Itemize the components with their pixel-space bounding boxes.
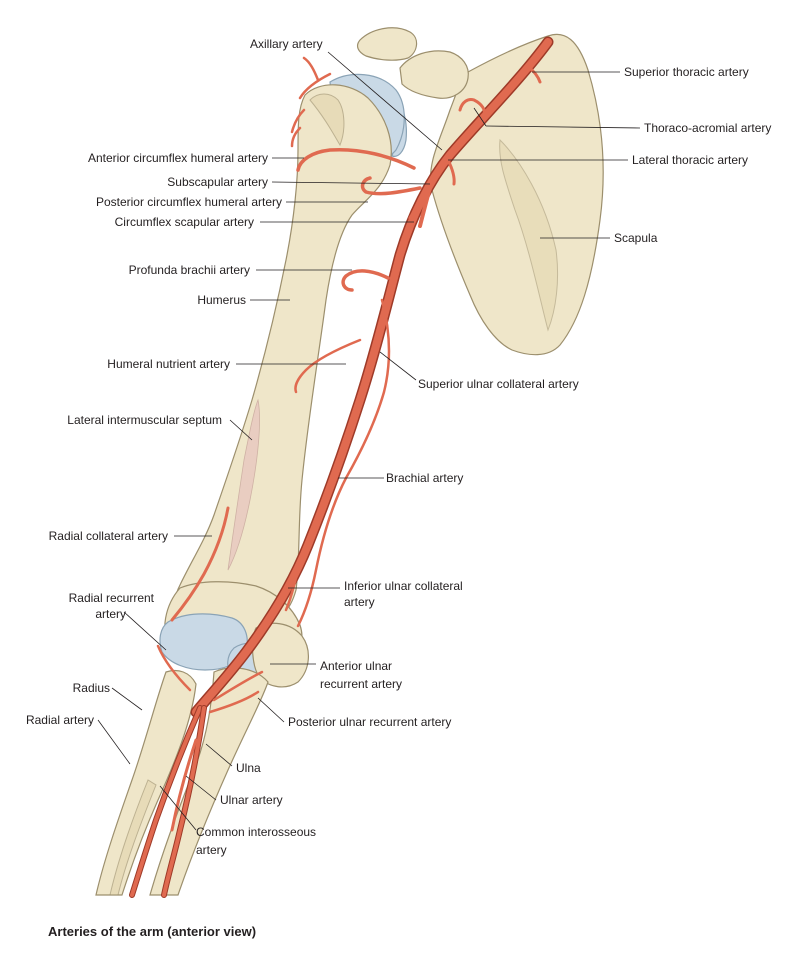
label-superior-thoracic-artery: Superior thoracic artery <box>624 65 749 79</box>
label-posterior-ulnar-recurrent-artery: Posterior ulnar recurrent artery <box>288 715 451 729</box>
label-anterior-ulnar-recurrent-line2: recurrent artery <box>320 677 402 691</box>
label-axillary-artery: Axillary artery <box>250 37 323 51</box>
label-humeral-nutrient-artery: Humeral nutrient artery <box>107 357 230 371</box>
label-lateral-thoracic-artery: Lateral thoracic artery <box>632 153 748 167</box>
label-radius: Radius <box>73 681 110 695</box>
label-ulnar-artery: Ulnar artery <box>220 793 283 807</box>
humerus-bone <box>159 73 405 688</box>
leader-lines <box>97 51 641 831</box>
label-radial-recurrent-line2: artery <box>95 607 126 621</box>
label-subscapular-artery: Subscapular artery <box>167 175 268 189</box>
arteries <box>129 36 554 898</box>
label-humerus: Humerus <box>197 293 246 307</box>
label-radial-recurrent-line1: Radial recurrent <box>69 591 155 605</box>
label-thoraco-acromial-artery: Thoraco-acromial artery <box>644 121 771 135</box>
label-superior-ulnar-collateral-artery: Superior ulnar collateral artery <box>418 377 579 391</box>
label-lateral-intermuscular-septum: Lateral intermuscular septum <box>67 413 222 427</box>
label-scapula: Scapula <box>614 231 658 245</box>
label-common-interosseous-line2: artery <box>196 843 227 857</box>
label-posterior-circumflex-humeral-artery: Posterior circumflex humeral artery <box>96 195 282 209</box>
label-profunda-brachii-artery: Profunda brachii artery <box>129 263 250 277</box>
label-common-interosseous-line1: Common interosseous <box>196 825 316 839</box>
label-radial-collateral-artery: Radial collateral artery <box>49 529 168 543</box>
labels: Axillary artery Superior thoracic artery… <box>26 37 771 857</box>
figure-caption: Arteries of the arm (anterior view) <box>48 924 256 939</box>
label-radial-artery: Radial artery <box>26 713 94 727</box>
label-brachial-artery: Brachial artery <box>386 471 463 485</box>
label-ulna: Ulna <box>236 761 261 775</box>
label-circumflex-scapular-artery: Circumflex scapular artery <box>115 215 254 229</box>
label-anterior-circumflex-humeral-artery: Anterior circumflex humeral artery <box>88 151 268 165</box>
label-inferior-ulnar-collateral-line2: artery <box>344 595 375 609</box>
label-inferior-ulnar-collateral-line1: Inferior ulnar collateral <box>344 579 463 593</box>
label-anterior-ulnar-recurrent-line1: Anterior ulnar <box>320 659 392 673</box>
lateral-intermuscular-septum <box>227 398 260 571</box>
